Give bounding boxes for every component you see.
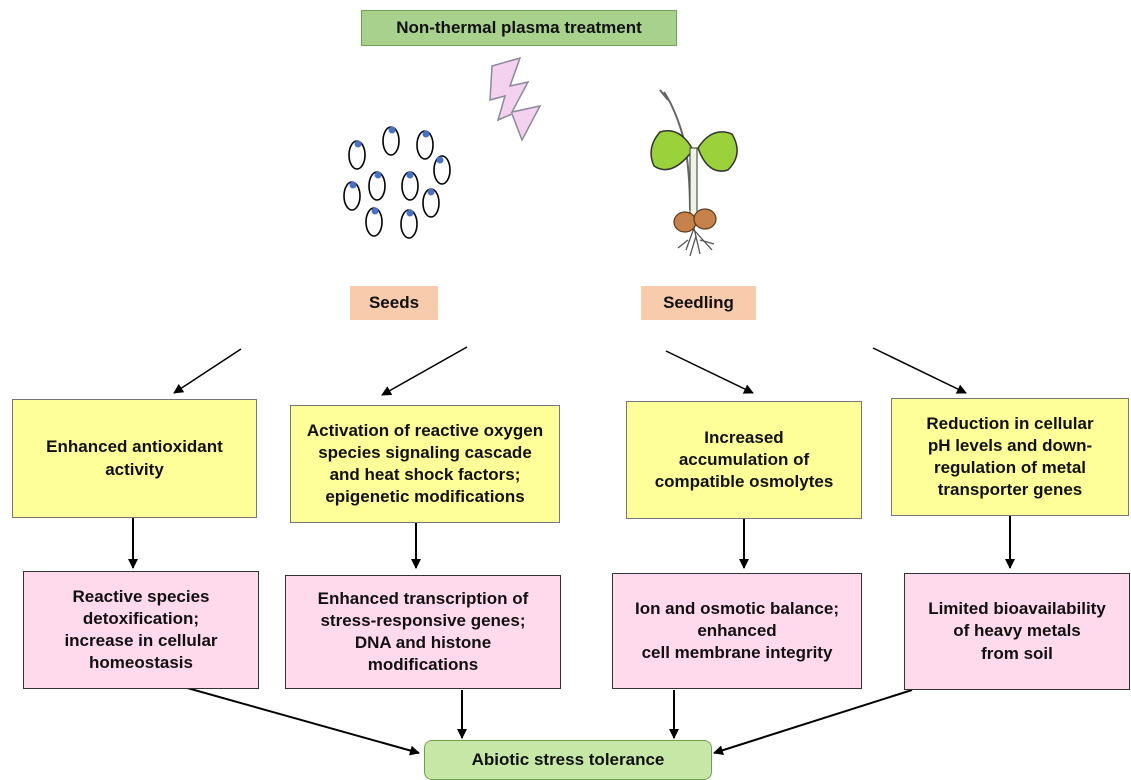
outcome-box: Ion and osmotic balance; enhanced cell m… — [612, 573, 862, 689]
outcome-text: Reactive species detoxification; increas… — [64, 586, 218, 673]
mechanism-box: Reduction in cellular pH levels and down… — [891, 398, 1129, 516]
mechanism-text: Enhanced antioxidant activity — [46, 437, 223, 479]
result-box: Abiotic stress tolerance — [424, 740, 712, 780]
seed-icon — [400, 209, 418, 239]
seeds-illustration — [343, 126, 451, 239]
outcome-text: Limited bioavailability of heavy metals … — [928, 599, 1106, 663]
seed-icon — [416, 130, 434, 160]
mechanism-box: Activation of reactive oxygen species si… — [290, 405, 560, 523]
mechanism-text: Activation of reactive oxygen species si… — [306, 420, 544, 507]
result-text: Abiotic stress tolerance — [471, 749, 665, 769]
outcome-box: Enhanced transcription of stress-respons… — [285, 575, 561, 689]
mechanism-text: Increased accumulation of compatible osm… — [654, 427, 834, 492]
seedling-label-text: Seedling — [663, 292, 734, 312]
arrow-seedling-to-ph — [872, 347, 967, 394]
seed-icon — [401, 171, 419, 201]
seed-icon — [382, 126, 400, 156]
arrow-out1-to-result — [147, 676, 420, 756]
seed-icon — [368, 171, 386, 201]
seedling-label: Seedling — [641, 286, 756, 320]
outcome-box: Limited bioavailability of heavy metals … — [904, 573, 1130, 690]
outcome-text: Enhanced transcription of stress-respons… — [317, 588, 529, 675]
arrow-seeds-to-antioxidant — [173, 348, 242, 394]
mechanism-box: Increased accumulation of compatible osm… — [626, 401, 862, 519]
mechanism-text: Reduction in cellular pH levels and down… — [926, 413, 1094, 500]
seeds-label-text: Seeds — [368, 292, 420, 312]
outcome-box: Reactive species detoxification; increas… — [23, 571, 259, 689]
arrow-seeds-to-ros — [381, 346, 468, 396]
seeds-label: Seeds — [350, 286, 438, 320]
seed-icon — [433, 155, 451, 185]
seed-icon — [343, 181, 361, 211]
seed-icon — [348, 140, 366, 170]
seedling-illustration — [650, 89, 738, 257]
seed-icon — [365, 207, 383, 237]
title-text: Non-thermal plasma treatment — [396, 17, 642, 37]
lightning-bolt-icon — [489, 56, 542, 142]
outcome-text: Ion and osmotic balance; enhanced cell m… — [634, 598, 840, 663]
arrow-out4-to-result — [713, 689, 913, 756]
seed-icon — [422, 188, 440, 218]
title-box: Non-thermal plasma treatment — [361, 10, 677, 46]
arrow-seedling-to-osmolytes — [665, 350, 754, 394]
mechanism-box: Enhanced antioxidant activity — [12, 399, 257, 518]
